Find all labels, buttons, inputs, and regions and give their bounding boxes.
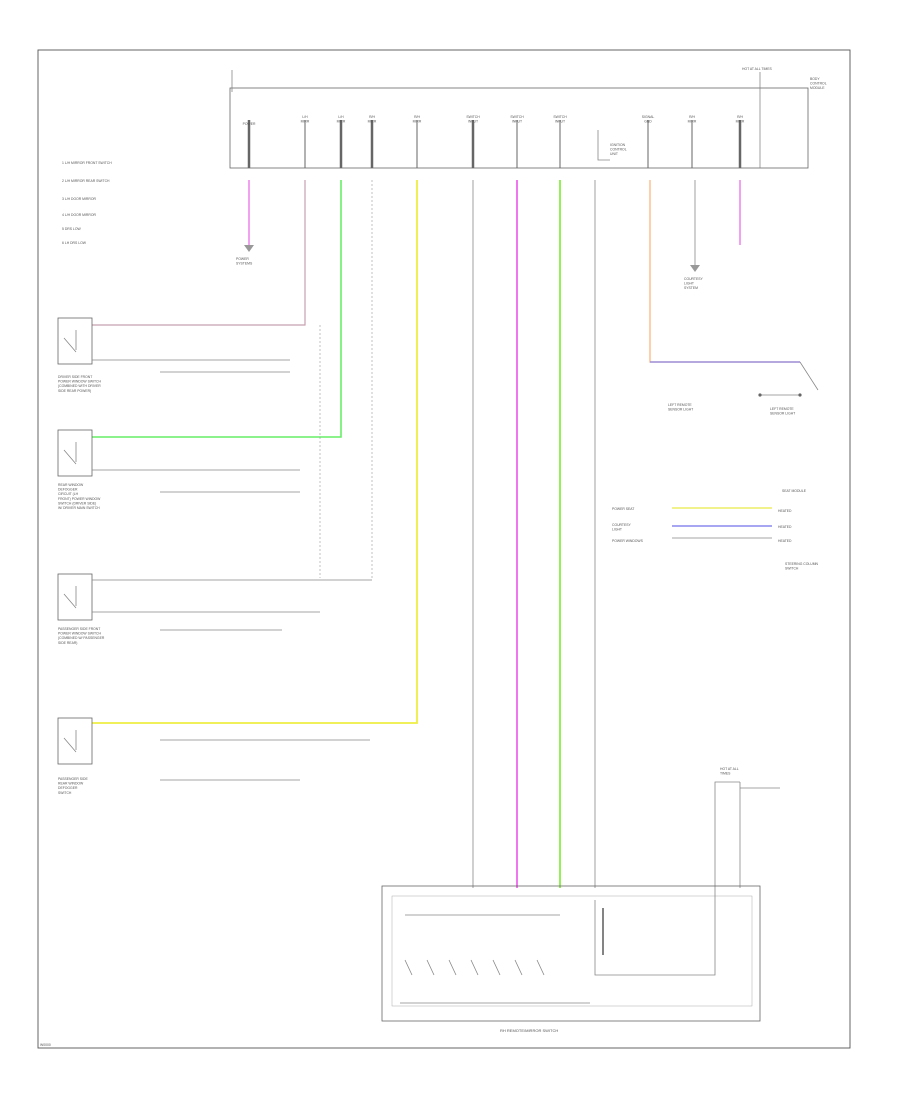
page-border (37, 49, 851, 1049)
bottom-box-label: RH REMOTE/MIRROR SWITCH (500, 1028, 558, 1033)
svg-text:2 L/H MIRROR REAR SWITCH: 2 L/H MIRROR REAR SWITCH (62, 179, 110, 183)
svg-text:6 LH DRS LOW: 6 LH DRS LOW (62, 241, 87, 245)
svg-text:1 L/H MIRROR FRONT SWITCH: 1 L/H MIRROR FRONT SWITCH (62, 161, 112, 165)
svg-text:HEATED: HEATED (778, 509, 792, 513)
svg-text:HEATED: HEATED (778, 525, 792, 529)
colored-wires (92, 180, 800, 888)
switch-2 (57, 429, 300, 493)
svg-text:5 DRS LOW: 5 DRS LOW (62, 227, 81, 231)
switch-4 (57, 717, 370, 781)
svg-text:POWER WINDOWS: POWER WINDOWS (612, 539, 644, 543)
bottom-box (381, 885, 761, 1022)
svg-text:3 L/H DOOR MIRROR: 3 L/H DOOR MIRROR (62, 197, 96, 201)
top-module-box (229, 87, 809, 169)
switch-3 (57, 573, 372, 631)
bottom-right-feed (714, 781, 780, 888)
switch-1 (57, 317, 321, 578)
svg-text:POWER SEAT: POWER SEAT (612, 507, 634, 511)
right-ground-symbol (690, 265, 700, 272)
top-module-pins (247, 120, 742, 168)
svg-text:POWER: POWER (243, 122, 256, 126)
top-module-corner-label: HOT AT ALL TIMES (742, 67, 773, 71)
right-switch (758, 361, 819, 397)
ground-symbol (244, 245, 254, 252)
svg-text:4 L/H DOOR MIRROR: 4 L/H DOOR MIRROR (62, 213, 96, 217)
legend: 1 L/H MIRROR FRONT SWITCH 2 L/H MIRROR R… (62, 161, 112, 245)
corner-id: W0000 (40, 1043, 51, 1047)
svg-text:SEAT MODULE: SEAT MODULE (782, 489, 807, 493)
svg-text:HEATED: HEATED (778, 539, 792, 543)
